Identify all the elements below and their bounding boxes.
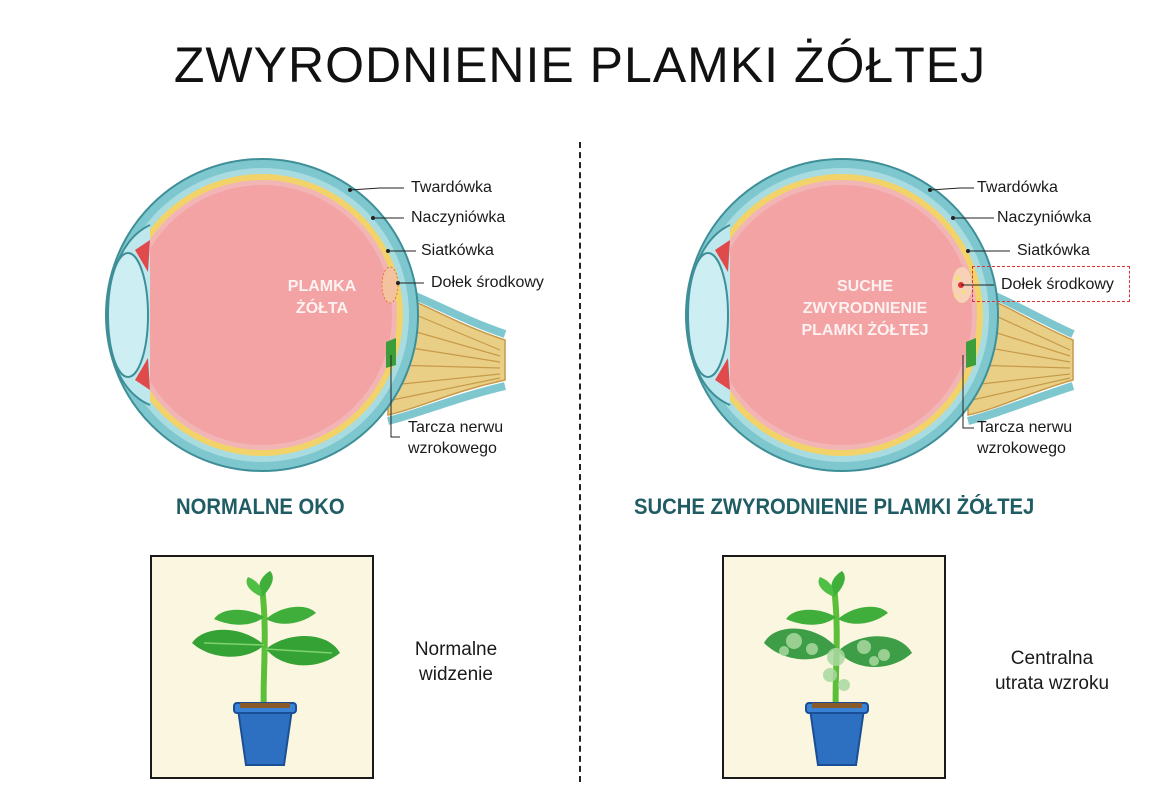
normal-vision-box (150, 555, 374, 779)
label-sclera: Twardówka (977, 179, 1058, 196)
label-retina: Siatkówka (421, 242, 494, 259)
normal-vision-line2: widzenie (419, 664, 493, 685)
label-optic-disc-1: Tarcza nerwu (408, 419, 504, 436)
label-choroid: Naczyniówka (411, 209, 506, 226)
label-choroid: Naczyniówka (997, 209, 1092, 226)
normal-eye-panel: PLAMKA ŻÓŁTA Twardówka Naczyniówka Siatk… (105, 158, 544, 779)
healthy-plant-image (192, 571, 340, 766)
amd-label: SUCHE ZWYRODNIENIE PLAMKI ŻÓŁTEJ (780, 276, 950, 342)
label-optic-disc-2: wzrokowego (408, 440, 497, 457)
label-fovea: Dołek środkowy (431, 274, 544, 291)
amd-eye-panel: SUCHE ZWYRODNIENIE PLAMKI ŻÓŁTEJ Twardów… (580, 0, 1160, 812)
label-optic-disc-1: Tarcza nerwu (977, 419, 1073, 436)
amd-label-line1: SUCHE (836, 278, 893, 295)
central-loss-line2: utrata wzroku (994, 673, 1110, 694)
blurred-plant-image (764, 571, 912, 766)
normal-vision-text: Normalne widzenie (396, 637, 516, 687)
caption-amd: SUCHE ZWYRODNIENIE PLAMKI ŻÓŁTEJ (634, 494, 1035, 519)
normal-vision-line1: Normalne (414, 639, 498, 660)
amd-label-line3: PLAMKI ŻÓŁTEJ (801, 322, 929, 339)
macula-label: PLAMKA ŻÓŁTA (282, 276, 362, 320)
label-retina: Siatkówka (1017, 242, 1090, 259)
caption-normal-eye: NORMALNE OKO (176, 494, 345, 519)
dashed-divider (579, 142, 581, 782)
label-sclera: Twardówka (411, 179, 492, 196)
amd-eye-diagram (685, 158, 1075, 472)
central-loss-text: Centralna utrata wzroku (982, 646, 1122, 696)
macula-label-line1: PLAMKA (287, 278, 357, 295)
amd-label-line2: ZWYRODNIENIE (802, 300, 928, 317)
central-loss-line1: Centralna (1010, 648, 1094, 669)
page-title: ZWYRODNIENIE PLAMKI ŻÓŁTEJ (173, 37, 987, 93)
central-loss-vision-box (722, 555, 946, 779)
macula-label-line2: ŻÓŁTA (295, 300, 349, 317)
label-optic-disc-2: wzrokowego (977, 440, 1066, 457)
label-fovea: Dołek środkowy (1001, 276, 1114, 293)
normal-eye-diagram (105, 158, 507, 472)
fovea-highlight-box (972, 266, 1130, 302)
